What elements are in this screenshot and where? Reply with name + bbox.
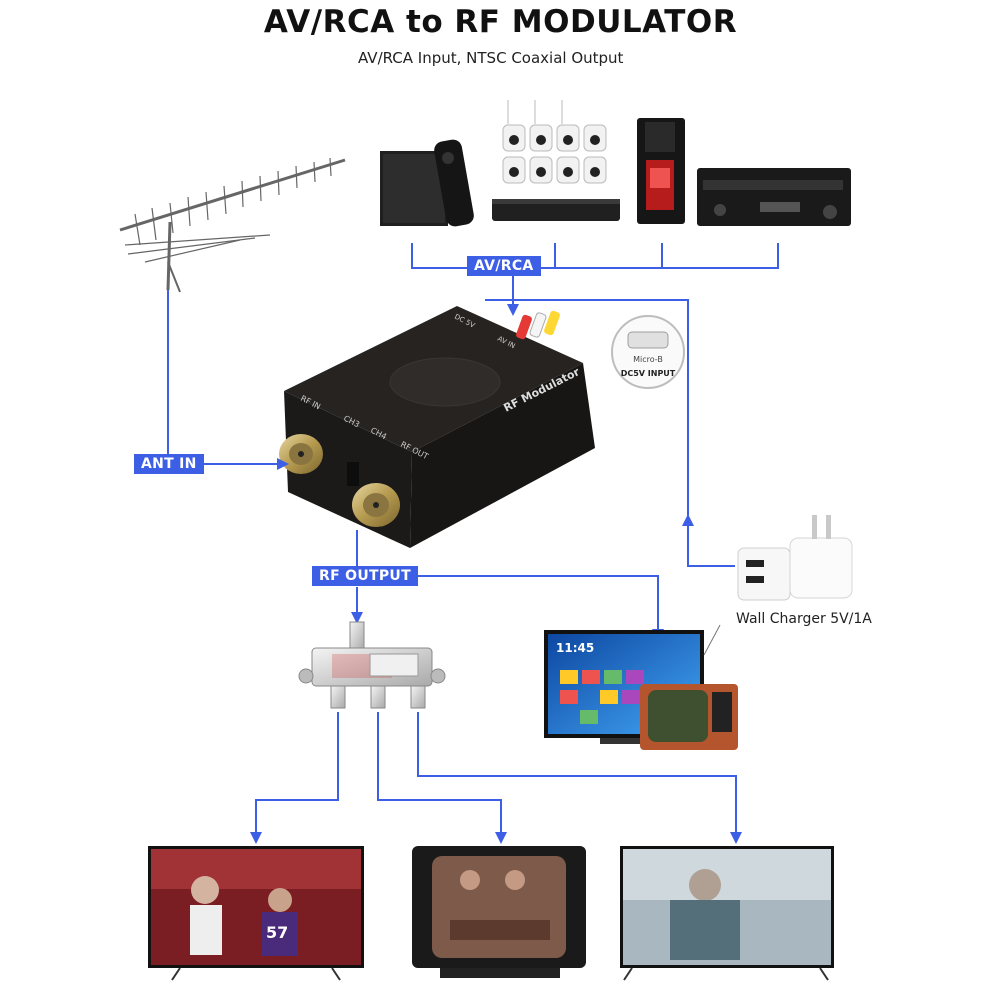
jersey-number: 57	[266, 923, 288, 942]
rf-in-connector	[279, 434, 323, 474]
bottom-tv-left: 57	[148, 846, 364, 981]
power-line	[485, 299, 735, 567]
rf-output-tag: RF OUTPUT	[312, 566, 418, 586]
bottom-tv-right	[620, 846, 834, 981]
bottom-tv-center	[412, 846, 586, 978]
nvr-camera-kit-icon	[492, 100, 620, 221]
splitter-output-lines	[250, 712, 742, 844]
channel-switch	[347, 462, 359, 486]
rf-output-lines	[351, 530, 664, 641]
coax-splitter-icon	[298, 621, 446, 709]
usb-port-label: DC5V INPUT	[621, 369, 676, 378]
page-title: AV/RCA to RF MODULATOR	[263, 4, 738, 40]
remote-icon	[434, 139, 474, 227]
wall-charger-label: Wall Charger 5V/1A	[736, 611, 872, 627]
antenna-icon	[119, 157, 346, 293]
wall-charger-icon	[737, 515, 853, 601]
usb-port-icon: Micro-B DC5V INPUT	[611, 315, 685, 389]
ant-in-line	[167, 290, 289, 470]
crt-tv-icon	[640, 684, 738, 750]
usb-port-type: Micro-B	[633, 355, 663, 364]
av-rca-tag: AV/RCA	[467, 256, 541, 276]
page-subtitle: AV/RCA Input, NTSC Coaxial Output	[358, 49, 624, 67]
rca-plugs-icon	[516, 310, 560, 340]
tv-clock: 11:45	[556, 641, 594, 655]
streaming-box-icon	[380, 151, 448, 226]
rf-modulator-device: RF Modulator RF IN CH3 CH4 RF OUT DC 5V …	[279, 306, 595, 548]
ant-in-tag: ANT IN	[134, 454, 204, 474]
dvd-receiver-icon	[697, 168, 851, 226]
rf-out-connector	[352, 483, 400, 527]
pc-tower-icon	[637, 118, 685, 224]
